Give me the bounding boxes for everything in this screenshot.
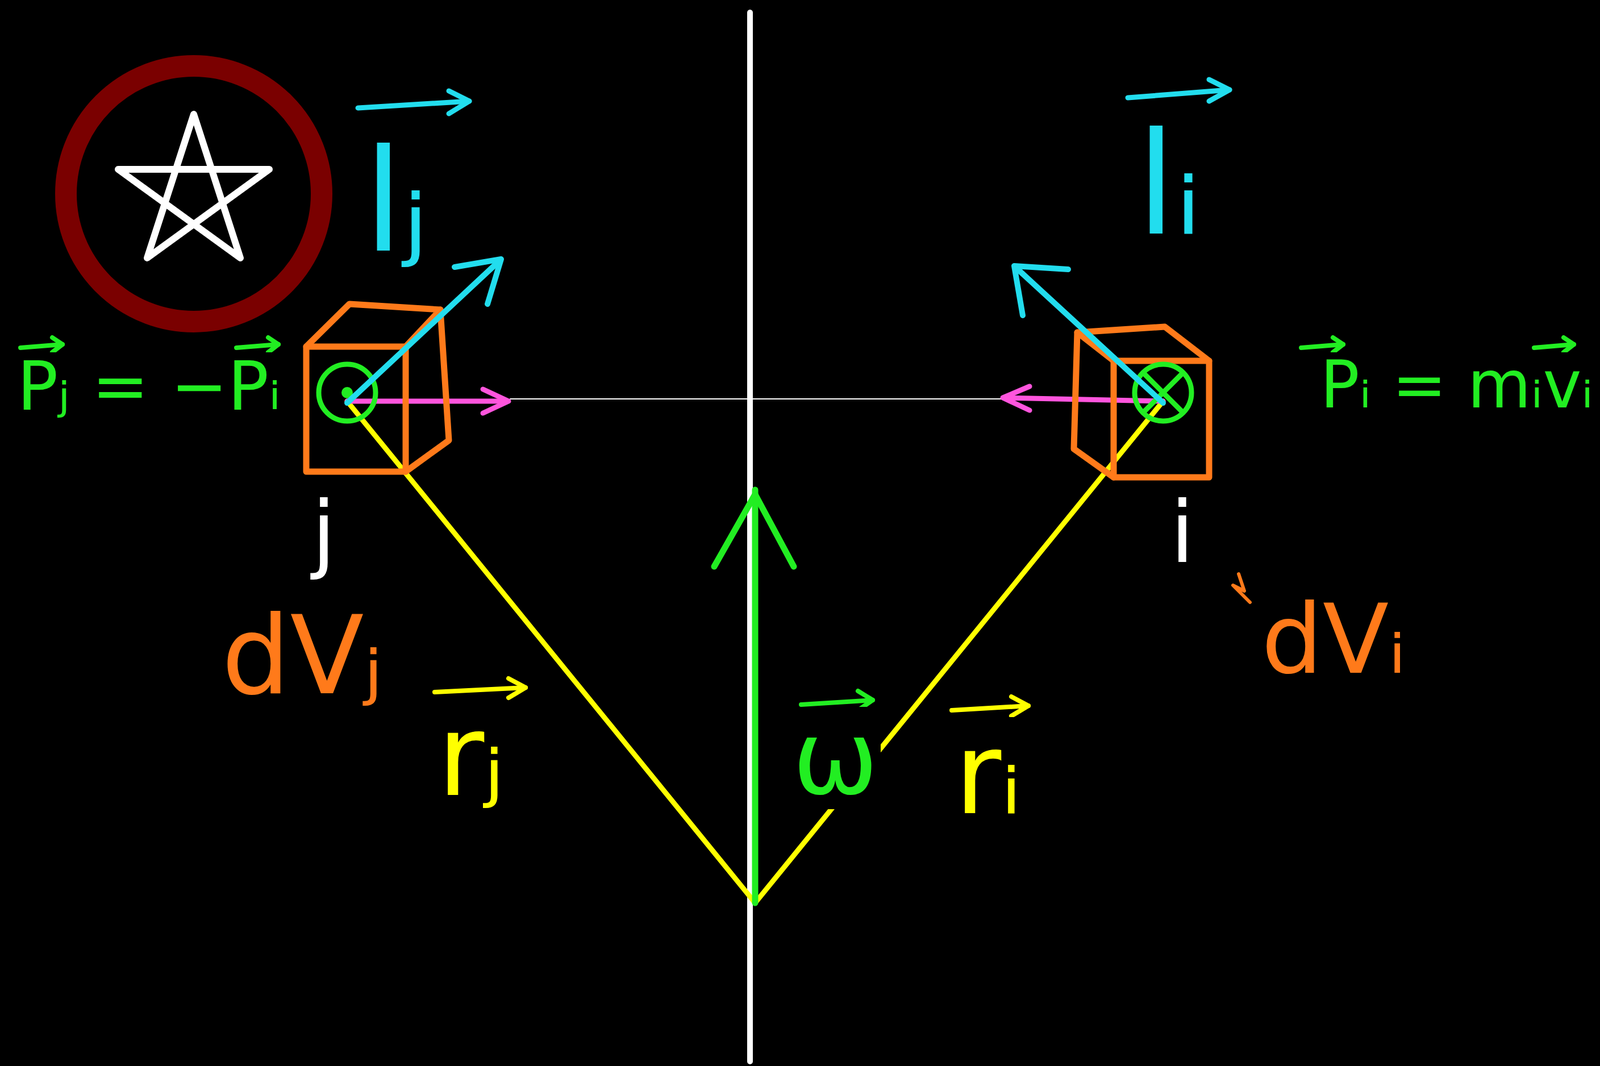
velocity-arrow [1005, 397, 1164, 402]
math-label: lⱼ [361, 130, 431, 273]
math-label: rⱼ [435, 698, 507, 813]
guide-line [510, 398, 1006, 400]
math-label: j [309, 489, 339, 575]
math-label: rᵢ [952, 717, 1024, 831]
arrow-head [1002, 386, 1030, 411]
math-label: dVⱼ [219, 602, 386, 711]
into-page-symbol [1134, 364, 1192, 422]
math-label: lᵢ [1134, 113, 1204, 256]
circled-star [65, 65, 322, 322]
arrow-head [482, 389, 509, 414]
out-of-page-symbol [318, 364, 376, 422]
vector-overline [434, 678, 1029, 716]
arrow-head [1014, 265, 1069, 316]
omega-vector [752, 489, 759, 903]
math-label: Pᵢ = mᵢvᵢ [1317, 352, 1596, 418]
angular-momentum-arrow [347, 260, 500, 403]
vector-overline [357, 79, 1230, 114]
arrow-head [714, 494, 794, 567]
position-vectors [347, 401, 1164, 903]
angular-momentum-arrow [1015, 267, 1164, 403]
math-label: dVᵢ [1259, 590, 1409, 688]
math-label: Pⱼ = −Pᵢ [14, 352, 284, 421]
dot [342, 388, 352, 398]
math-label: ω [790, 706, 881, 810]
arrow-head [454, 259, 502, 304]
pointer-mark [1232, 573, 1250, 603]
star [118, 114, 270, 258]
math-label: i [1168, 489, 1197, 575]
volume-element [1073, 326, 1210, 478]
